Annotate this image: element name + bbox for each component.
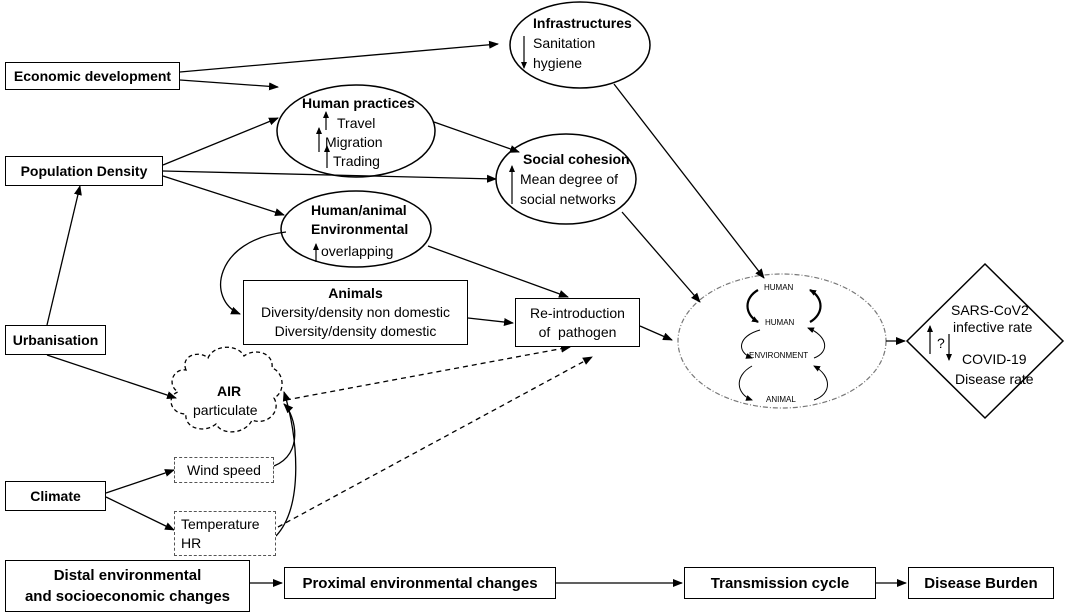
urbanisation-label: Urbanisation (12, 332, 99, 348)
arrow-reintro-cycle (639, 325, 673, 341)
wind-speed-label: Wind speed (187, 462, 261, 478)
infrastructures-sanitation: Sanitation (533, 35, 596, 51)
proximal-changes-box: Proximal environmental changes (284, 567, 556, 599)
urbanisation-box: Urbanisation (5, 325, 106, 355)
reintroduction-line1: Re-introduction (530, 304, 625, 321)
reintroduction-line2: of pathogen (538, 323, 617, 340)
disease-burden-box: Disease Burden (908, 567, 1054, 599)
reintroduction-box: Re-introduction of pathogen (515, 298, 640, 347)
population-density-label: Population Density (20, 163, 148, 179)
disease-burden-label: Disease Burden (924, 574, 1038, 592)
distal-changes-box: Distal environmental and socioeconomic c… (5, 560, 250, 612)
arrow-econ-infrastructures (179, 40, 499, 73)
transmission-cycle-label: Transmission cycle (710, 574, 850, 592)
dashed-arrow-temperature-reintro (277, 356, 593, 528)
cycle-environment: ENVIRONMENT (749, 351, 809, 360)
air-title: AIR (217, 383, 242, 399)
temperature-label: Temperature (181, 515, 260, 532)
economic-development-box: Economic development (5, 62, 180, 90)
infrastructures-ellipse (509, 1, 651, 89)
animals-box: Animals Diversity/density non domestic D… (243, 280, 468, 345)
outcome-diamond (905, 262, 1065, 420)
human-practices-migration: Migration (325, 134, 383, 150)
cycle-animal: ANIMAL (766, 395, 796, 404)
arrow-animals-reintro (467, 317, 514, 326)
air-cloud-shape (170, 346, 283, 433)
arrow-overlap-animals (219, 231, 287, 315)
human-practices-trading: Trading (333, 153, 380, 169)
infrastructures-title: Infrastructures (533, 15, 632, 31)
population-density-box: Population Density (5, 156, 163, 186)
transmission-cycle-ellipse (677, 273, 887, 409)
human-practices-ellipse (276, 84, 436, 178)
social-cohesion-line1: Mean degree of (520, 171, 619, 187)
outcome-question-mark: ? (937, 335, 945, 351)
outcome-sars-cov2: SARS-CoV2 (951, 302, 1029, 318)
infrastructures-hygiene: hygiene (533, 55, 583, 71)
arrow-infrastructures-cycle (613, 83, 765, 279)
human-practices-travel: Travel (337, 115, 376, 131)
arrow-overlap-reintro (427, 245, 569, 298)
cycle-human-top: HUMAN (764, 283, 794, 292)
arrow-pop-social-cohesion (162, 170, 497, 183)
outcome-infective-rate: infective rate (953, 319, 1033, 335)
distal-changes-line1: Distal environmental (53, 567, 202, 584)
arrow-human-practices-social (433, 121, 520, 153)
cycle-animal-arc-right (813, 365, 828, 401)
arrow-econ-human-practices (179, 79, 279, 91)
arrow-urbanisation-pop (46, 185, 82, 326)
transmission-cycle-box: Transmission cycle (684, 567, 876, 599)
arrow-climate-temperature (105, 496, 175, 531)
arrow-temperature-air (275, 391, 297, 537)
human-practices-title: Human practices (302, 95, 415, 111)
overlap-title-line2: Environmental (311, 221, 409, 237)
cycle-human: HUMAN (765, 318, 795, 327)
animals-title: Animals (328, 285, 383, 301)
outcome-disease-rate: Disease rate (955, 371, 1034, 387)
arrow-pop-human-practices (162, 117, 279, 166)
cycle-animal-arc-left (738, 365, 753, 401)
cycle-human-arc-left (746, 289, 759, 323)
arrow-climate-wind (105, 469, 175, 494)
arrow-social-cohesion-cycle (621, 211, 701, 303)
social-cohesion-line2: social networks (520, 191, 616, 207)
distal-changes-line2: and socioeconomic changes (24, 588, 231, 605)
economic-development-label: Economic development (13, 68, 172, 84)
outcome-covid19: COVID-19 (962, 351, 1027, 367)
air-particulate: particulate (193, 402, 258, 418)
dashed-arrow-air-reintro (285, 344, 571, 401)
temperature-box: Temperature HR (174, 511, 276, 556)
proximal-changes-label: Proximal environmental changes (302, 574, 538, 592)
cycle-env-arc-right (807, 327, 825, 359)
cycle-env-arc-left (741, 329, 761, 359)
animals-domestic: Diversity/density domestic (274, 323, 437, 339)
overlap-title-line1: Human/animal (311, 202, 407, 218)
climate-label: Climate (30, 488, 81, 504)
overlap-label: overlapping (321, 243, 394, 259)
climate-box: Climate (5, 481, 106, 511)
animals-non-domestic: Diversity/density non domestic (260, 304, 451, 320)
arrow-urbanisation-air (46, 354, 177, 399)
arrow-wind-air (273, 403, 296, 467)
wind-speed-box: Wind speed (174, 457, 274, 483)
cycle-human-arc-right (809, 289, 822, 323)
hr-label: HR (181, 534, 202, 551)
arrow-pop-overlap (162, 175, 285, 217)
social-cohesion-title: Social cohesion (523, 151, 630, 167)
